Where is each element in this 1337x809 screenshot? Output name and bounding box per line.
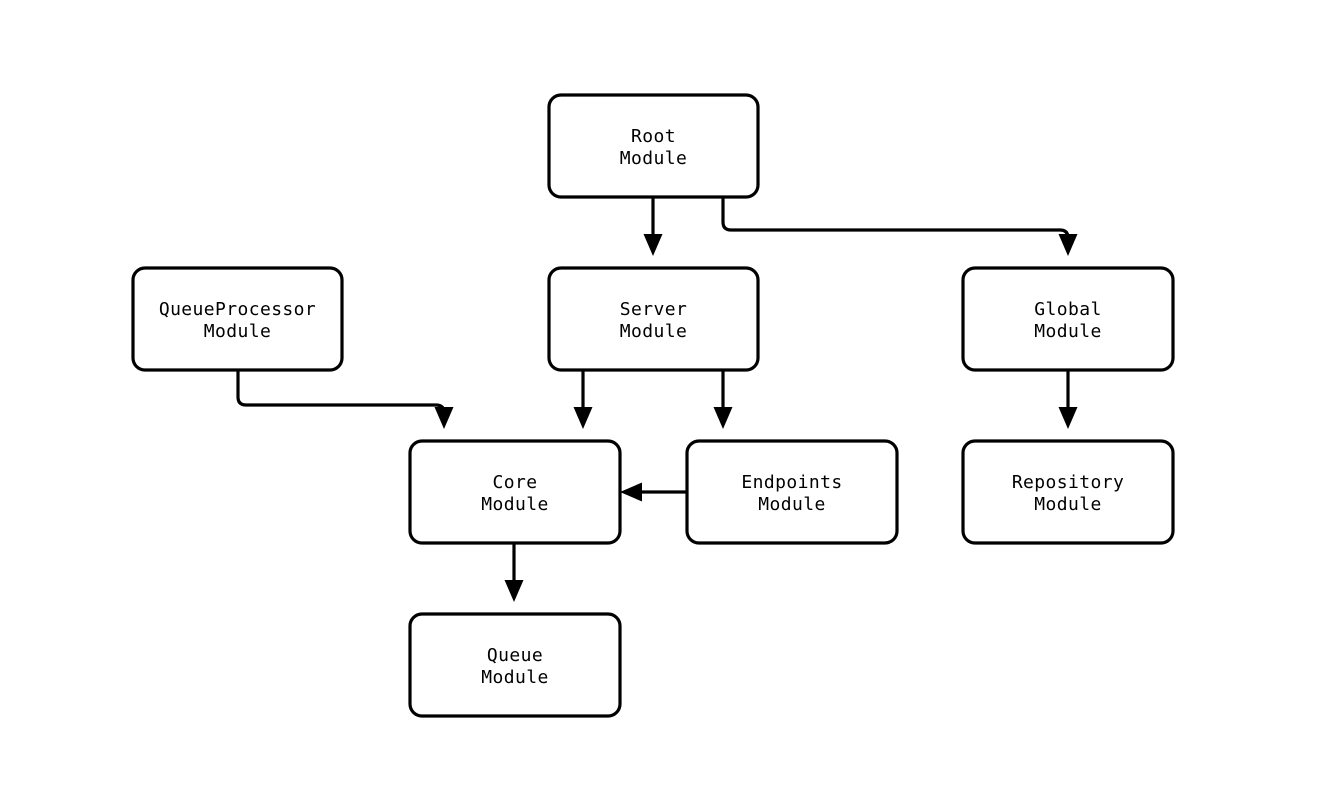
edge-global-to-repository-arrowhead — [1058, 407, 1078, 429]
edge-root-to-server — [643, 197, 663, 256]
node-server-module-label-line2: Module — [620, 321, 687, 342]
node-core-module-box[interactable] — [408, 439, 622, 545]
node-repository-module[interactable]: Repository Module — [961, 439, 1175, 545]
edge-layer — [236, 197, 1078, 602]
edge-root-to-global-line — [721, 197, 1070, 242]
node-core-module-label-line2: Module — [481, 494, 548, 515]
node-queueprocessor-module-box[interactable] — [131, 266, 344, 372]
node-queueprocessor-module[interactable]: QueueProcessor Module — [131, 266, 344, 372]
edge-endpoints-to-core — [620, 482, 687, 502]
edge-server-to-core — [573, 370, 593, 429]
node-queue-module-label-line2: Module — [481, 667, 548, 688]
node-server-module-box[interactable] — [547, 266, 760, 372]
edge-root-to-global-arrowhead — [1058, 234, 1078, 256]
node-root-module-box[interactable] — [547, 93, 760, 199]
node-global-module-box[interactable] — [961, 266, 1175, 372]
node-root-module-label-line2: Module — [620, 148, 687, 169]
node-endpoints-module-label-line2: Module — [758, 494, 825, 515]
edge-core-to-queue — [504, 543, 524, 602]
edge-queueprocessor-to-core-line — [236, 370, 446, 415]
edge-server-to-core-arrowhead — [573, 407, 593, 429]
edge-server-to-endpoints — [713, 370, 733, 429]
node-global-module[interactable]: Global Module — [961, 266, 1175, 372]
node-queue-module[interactable]: Queue Module — [408, 612, 622, 718]
node-queue-module-box[interactable] — [408, 612, 622, 718]
node-root-module[interactable]: Root Module — [547, 93, 760, 199]
edge-core-to-queue-arrowhead — [504, 580, 524, 602]
edge-global-to-repository — [1058, 370, 1078, 429]
node-endpoints-module[interactable]: Endpoints Module — [685, 439, 899, 545]
node-queueprocessor-module-label-line1: QueueProcessor — [159, 299, 316, 320]
node-layer: Root Module QueueProcessor Module Server… — [131, 93, 1175, 718]
edge-queueprocessor-to-core-arrowhead — [434, 407, 454, 429]
node-server-module[interactable]: Server Module — [547, 266, 760, 372]
node-queue-module-label-line1: Queue — [487, 645, 543, 666]
node-endpoints-module-box[interactable] — [685, 439, 899, 545]
edge-queueprocessor-to-core — [236, 370, 454, 429]
node-repository-module-label-line2: Module — [1034, 494, 1101, 515]
node-queueprocessor-module-label-line2: Module — [204, 321, 271, 342]
edge-server-to-endpoints-arrowhead — [713, 407, 733, 429]
node-root-module-label-line1: Root — [631, 126, 676, 147]
node-global-module-label-line2: Module — [1034, 321, 1101, 342]
node-core-module-label-line1: Core — [493, 472, 538, 493]
node-global-module-label-line1: Global — [1034, 299, 1101, 320]
edge-root-to-server-arrowhead — [643, 234, 663, 256]
node-server-module-label-line1: Server — [620, 299, 687, 320]
node-core-module[interactable]: Core Module — [408, 439, 622, 545]
node-repository-module-label-line1: Repository — [1012, 472, 1124, 493]
node-repository-module-box[interactable] — [961, 439, 1175, 545]
edge-root-to-global — [721, 197, 1078, 256]
edge-endpoints-to-core-arrowhead — [620, 482, 642, 502]
node-endpoints-module-label-line1: Endpoints — [741, 472, 842, 493]
